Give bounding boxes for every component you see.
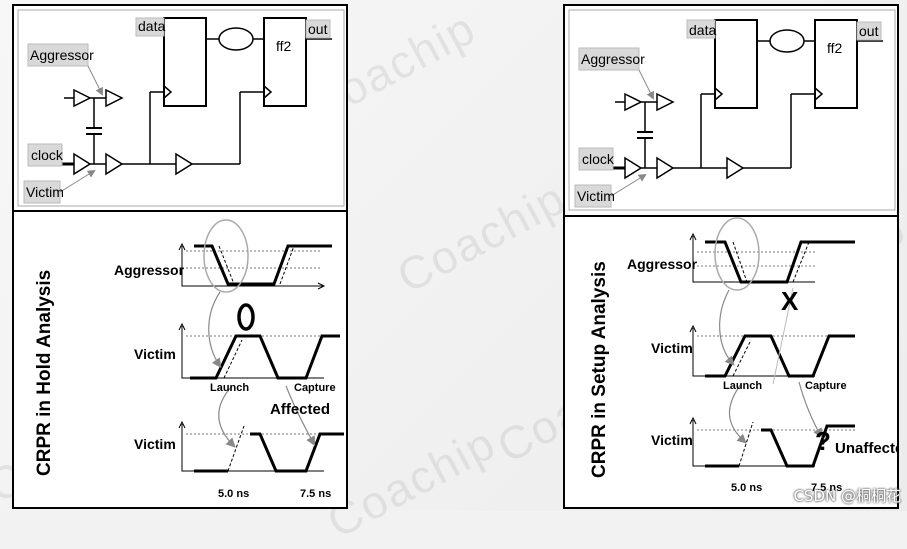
- aggressor-label: Aggressor: [30, 47, 94, 63]
- wave-victim-label: Victim: [134, 346, 176, 362]
- credit-watermark: CSDN @桐桐花: [793, 487, 901, 505]
- setup-analysis-panel: data ff2 out Aggressor clock Victim CRPR…: [563, 4, 899, 509]
- ff2-label: ff2: [827, 40, 843, 56]
- time-label: 5.0 ns: [218, 488, 250, 500]
- wave-victim-label: Victim: [651, 432, 693, 448]
- launch-label: Launch: [210, 382, 250, 394]
- time-label: 5.0 ns: [731, 482, 763, 494]
- wave-aggressor-label: Aggressor: [627, 256, 698, 272]
- hold-figure: [14, 9, 346, 473]
- clock-label: clock: [31, 147, 63, 163]
- hold-analysis-panel: data ff2 out Aggressor clock Victim CRPR…: [12, 4, 348, 509]
- status-label: Affected: [270, 401, 331, 418]
- victim-label: Victim: [577, 188, 615, 204]
- panel-title: CRPR in Setup Analysis: [589, 261, 610, 478]
- setup-figure: [565, 9, 897, 468]
- ff2-block: [263, 17, 307, 107]
- logic-cloud: [218, 27, 254, 51]
- data-label: data: [689, 22, 717, 38]
- glitch-marker-o: [237, 303, 255, 331]
- clock-label: clock: [582, 151, 614, 167]
- panel-title: CRPR in Hold Analysis: [34, 269, 55, 476]
- out-label: out: [308, 21, 328, 37]
- time-label: 7.5 ns: [300, 488, 332, 500]
- capture-label: Capture: [805, 380, 847, 392]
- ff2-label: ff2: [276, 38, 292, 54]
- status-label: Unaffected: [835, 440, 897, 457]
- question-marker: ?: [815, 426, 831, 456]
- wave-victim-label: Victim: [651, 340, 693, 356]
- victim-label: Victim: [26, 184, 64, 200]
- aggressor-label: Aggressor: [581, 51, 645, 67]
- no-effect-marker-x: X: [781, 286, 799, 316]
- wave-victim-label: Victim: [134, 436, 176, 452]
- wave-aggressor-label: Aggressor: [114, 262, 185, 278]
- capture-label: Capture: [294, 382, 336, 394]
- time-label: 7.5 ns: [811, 482, 843, 494]
- out-label: out: [859, 23, 879, 39]
- launch-label: Launch: [723, 380, 763, 392]
- data-label: data: [138, 18, 166, 34]
- watermark: Coachip: [388, 171, 575, 303]
